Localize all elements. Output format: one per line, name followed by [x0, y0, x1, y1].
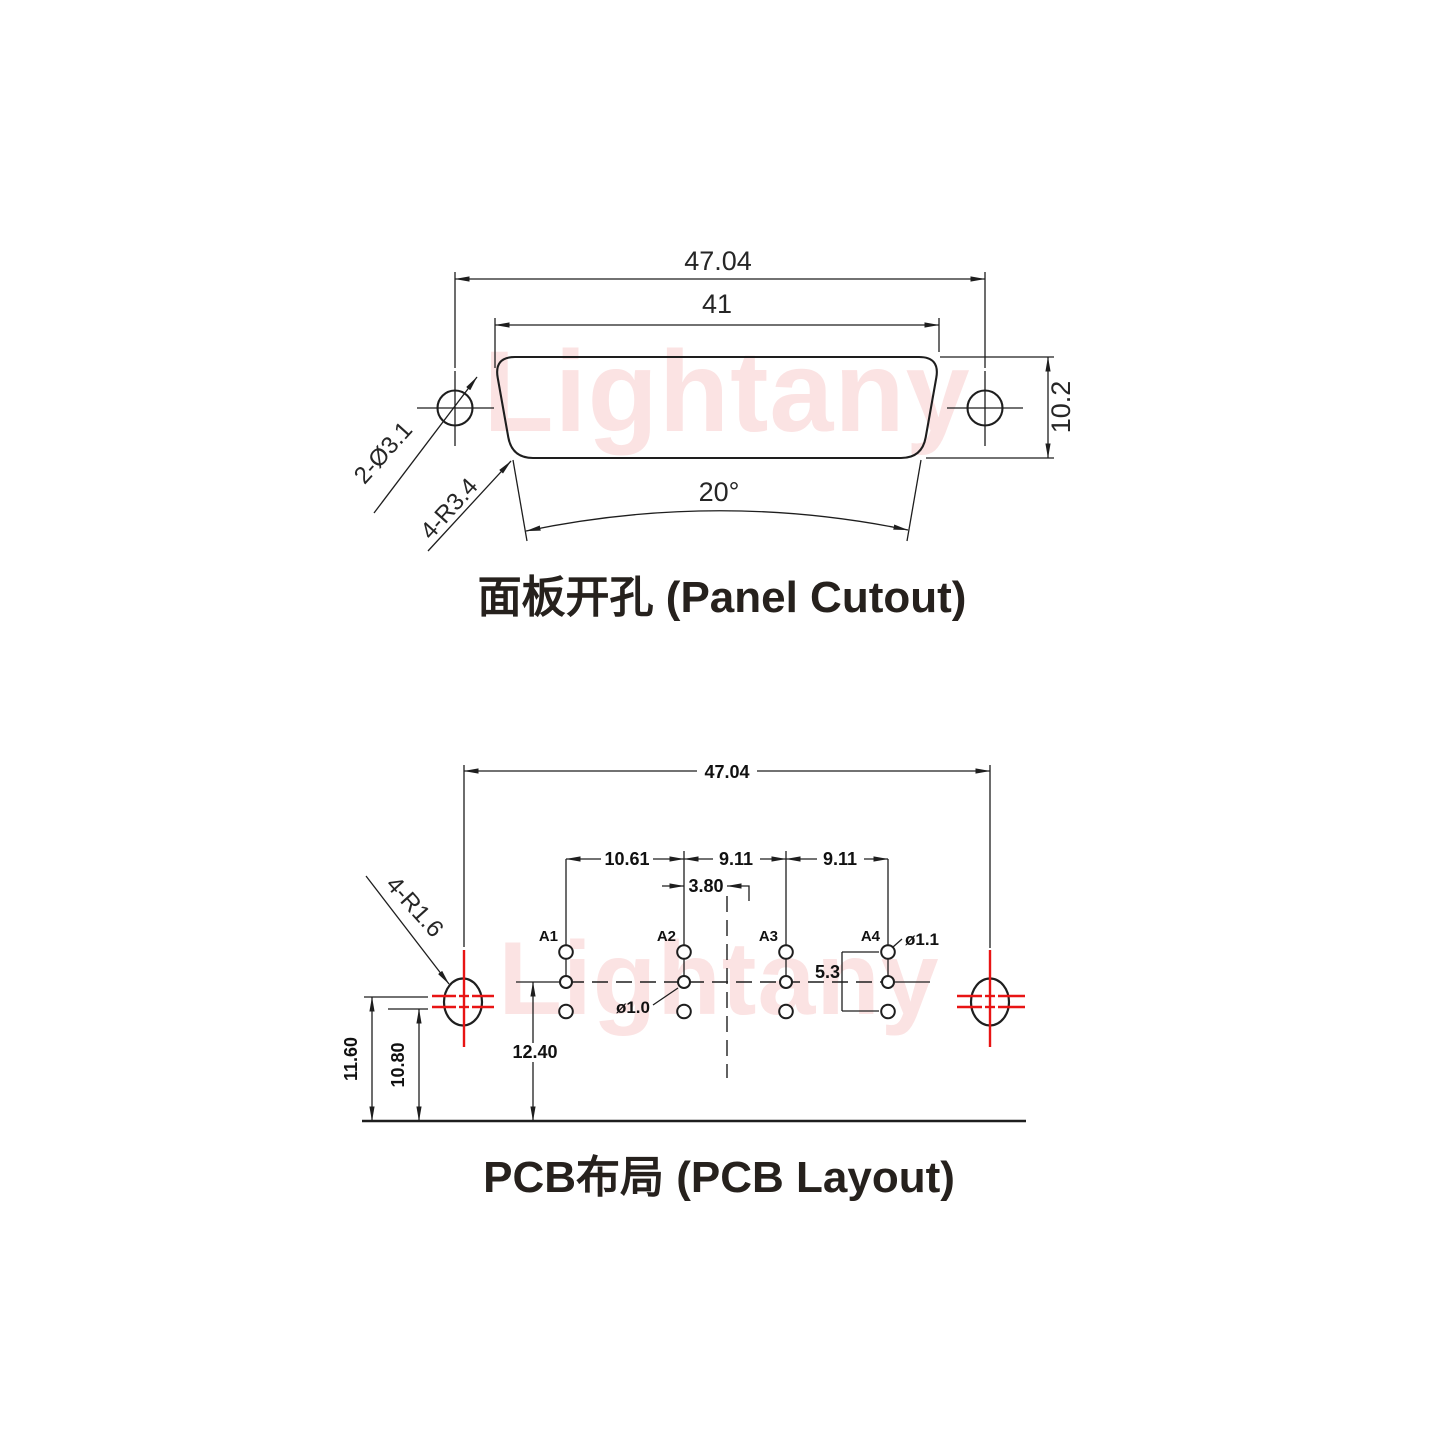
- cutout-outline: [496, 355, 938, 460]
- leader-mount-radius: [365, 875, 450, 985]
- dim-line-center-offset: [726, 883, 750, 901]
- dim-edge-upper: 11.60: [341, 1037, 361, 1081]
- dim-mount-span: 47.04: [704, 762, 749, 782]
- angle-leg-right: [906, 459, 922, 542]
- dim-center-offset: 3.80: [688, 876, 723, 896]
- leader-hole-signal: [652, 987, 679, 1006]
- dim-edge-to-center: 12.40: [512, 1042, 557, 1062]
- dim-pitch-a1-a2: 10.61: [604, 849, 649, 869]
- label-corner-radius: 4-R3.4: [415, 473, 483, 545]
- dim-edge-lower: 10.80: [388, 1042, 408, 1087]
- pin-label-a2: A2: [657, 928, 676, 945]
- pin-holes: [558, 944, 896, 1020]
- dim-row-span: 5.3: [815, 962, 840, 982]
- dim-hole-signal: ø1.0: [616, 998, 650, 1017]
- angle-leg-left: [512, 459, 528, 542]
- dim-outer-width: 47.04: [684, 246, 752, 276]
- leader-mount-holes: [373, 376, 478, 514]
- dim-cutout-height: 10.2: [1046, 381, 1076, 434]
- pin-label-a4: A4: [861, 928, 881, 945]
- pcb-layout-drawing: Lightany 47.04 10.61 9.11 9.11 3.80: [341, 762, 1026, 1202]
- angle-arc: [525, 510, 909, 532]
- panel-cutout-title: 面板开孔 (Panel Cutout): [478, 573, 967, 622]
- dim-side-angle: 20°: [699, 477, 740, 507]
- dim-hole-power: ø1.1: [905, 930, 939, 949]
- label-mount-holes: 2-Ø3.1: [349, 417, 418, 490]
- dim-cutout-width: 41: [702, 289, 732, 319]
- watermark-top: Lightany: [483, 328, 970, 456]
- pin-label-a3: A3: [759, 928, 778, 945]
- mount-slot-centermarks: [432, 950, 1025, 1047]
- dim-pitch-a3-a4: 9.11: [823, 849, 857, 869]
- pcb-layout-title: PCB布局 (PCB Layout): [483, 1153, 955, 1202]
- pin-label-a1: A1: [539, 928, 558, 945]
- dim-pitch-a2-a3: 9.11: [719, 849, 753, 869]
- leader-corner-radius: [427, 460, 512, 552]
- panel-cutout-drawing: Lightany 47.04 41 10.2 20° 2-Ø3.: [349, 246, 1076, 622]
- leader-hole-power: [892, 938, 903, 948]
- label-mount-radius: 4-R1.6: [380, 871, 448, 943]
